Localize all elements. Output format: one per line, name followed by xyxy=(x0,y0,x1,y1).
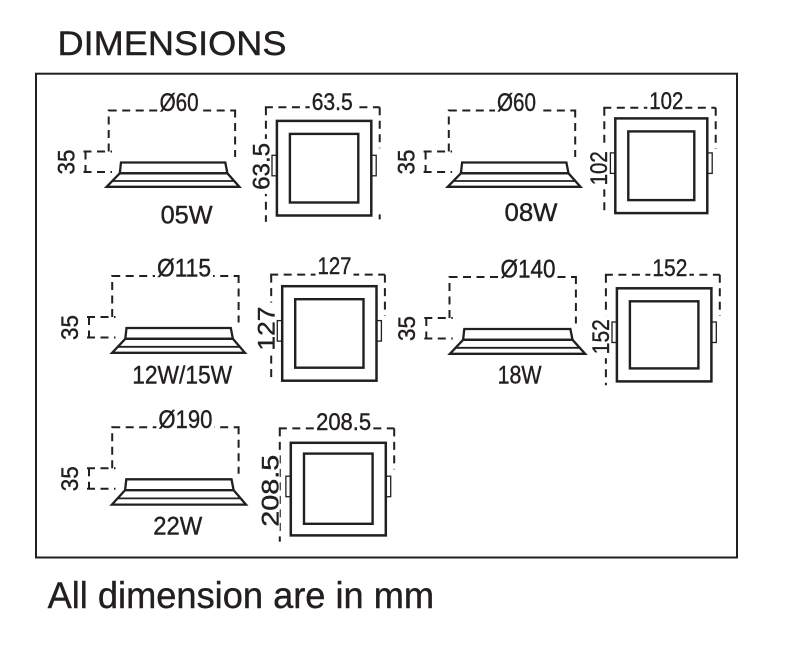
svg-text:208.5: 208.5 xyxy=(257,455,284,527)
svg-text:35: 35 xyxy=(53,150,80,175)
svg-text:Ø190: Ø190 xyxy=(158,406,212,434)
svg-text:35: 35 xyxy=(57,466,84,491)
svg-text:22W: 22W xyxy=(153,513,202,541)
svg-text:127: 127 xyxy=(254,307,281,351)
svg-text:All dimension are in mm: All dimension are in mm xyxy=(48,574,435,616)
svg-text:102: 102 xyxy=(586,151,613,185)
svg-text:DIMENSIONS: DIMENSIONS xyxy=(58,25,287,63)
svg-text:208.5: 208.5 xyxy=(316,409,371,436)
svg-text:63.5: 63.5 xyxy=(249,143,276,190)
svg-text:Ø140: Ø140 xyxy=(501,256,556,284)
svg-text:152: 152 xyxy=(652,255,687,282)
svg-text:08W: 08W xyxy=(505,199,558,227)
svg-text:127: 127 xyxy=(318,253,352,280)
svg-text:Ø60: Ø60 xyxy=(497,89,536,117)
svg-text:35: 35 xyxy=(394,316,421,341)
svg-text:152: 152 xyxy=(588,319,615,354)
svg-text:Ø115: Ø115 xyxy=(157,255,211,283)
svg-text:Ø60: Ø60 xyxy=(160,89,199,117)
svg-text:12W/15W: 12W/15W xyxy=(132,362,232,390)
svg-text:102: 102 xyxy=(649,88,683,115)
svg-text:63.5: 63.5 xyxy=(312,89,353,116)
svg-text:18W: 18W xyxy=(498,362,542,390)
svg-text:05W: 05W xyxy=(161,202,213,230)
svg-text:35: 35 xyxy=(394,150,421,175)
svg-text:35: 35 xyxy=(57,315,84,340)
